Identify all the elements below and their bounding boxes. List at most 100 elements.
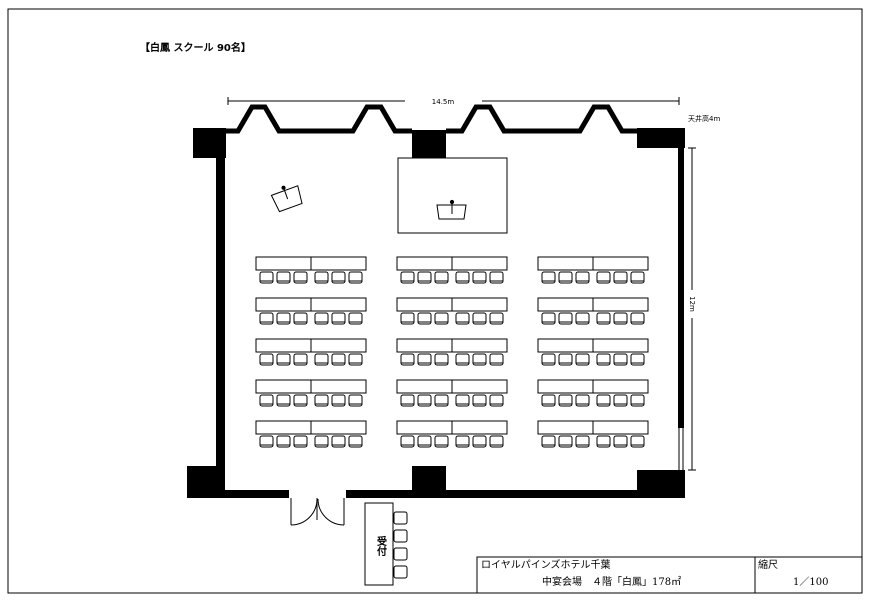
chair [596,271,611,284]
hotel-name: ロイヤルパインズホテル千葉 [481,558,611,571]
chair [314,312,329,325]
table [255,338,312,353]
table [310,297,367,312]
room-walls [187,128,685,498]
chair [489,353,504,366]
chair [417,271,432,284]
chair [331,394,346,407]
chair [434,353,449,366]
chair [541,353,556,366]
chair [293,394,308,407]
depth-label: 12m [688,296,696,312]
chair [276,435,291,448]
chair [596,394,611,407]
table [310,256,367,271]
plan-title: 【白鳳 スクール 90名】 [140,41,251,54]
table [255,420,312,435]
chair [259,312,274,325]
chair [575,312,590,325]
wall-right [678,128,684,428]
table [310,379,367,394]
table [310,420,367,435]
table [592,256,649,271]
chair [541,435,556,448]
chair [613,394,628,407]
table [537,420,594,435]
chair [348,312,363,325]
chair [613,312,628,325]
chair [314,394,329,407]
chair [455,394,470,407]
table [592,420,649,435]
ceiling-height-label: 天井高4m [688,114,720,123]
chair [489,271,504,284]
scale-caption: 縮尺 [758,558,778,571]
chair [331,312,346,325]
chair [417,435,432,448]
column-top-right [637,128,685,148]
reception-label: 受付 [375,535,387,557]
wall-left [216,128,225,498]
chair [348,353,363,366]
chair [348,394,363,407]
chair [259,353,274,366]
chair [575,353,590,366]
chair [541,394,556,407]
chair [417,312,432,325]
chair [314,435,329,448]
chair [400,312,415,325]
school-seating [255,256,649,448]
wall-right-window [678,428,684,470]
stage[interactable] [397,157,508,234]
chair [259,394,274,407]
reception-chair [393,511,408,525]
chair [558,312,573,325]
chair [276,312,291,325]
chair [455,271,470,284]
chair [417,394,432,407]
table [451,379,508,394]
chair [400,394,415,407]
chair [434,271,449,284]
chair [434,312,449,325]
chair [489,394,504,407]
chair [400,271,415,284]
side-podium-icon [270,185,303,213]
chair [558,271,573,284]
chair [293,271,308,284]
chair [472,353,487,366]
wall-top-bays [226,104,637,134]
table [537,297,594,312]
chair [575,271,590,284]
width-dimension [227,97,680,105]
table [451,420,508,435]
chair [434,435,449,448]
reception-desk[interactable] [364,502,394,586]
chair [575,435,590,448]
table [451,338,508,353]
chair [348,435,363,448]
chair [558,435,573,448]
table [396,420,453,435]
chair [259,435,274,448]
table [396,379,453,394]
depth-dimension [688,147,696,471]
chair [293,353,308,366]
chair [400,353,415,366]
chair [489,312,504,325]
table [255,379,312,394]
chair [472,271,487,284]
chair [575,394,590,407]
chair [596,353,611,366]
table [592,297,649,312]
width-label: 14.5m [432,98,455,106]
chair [331,271,346,284]
chair [541,271,556,284]
entrance-door[interactable] [290,498,345,526]
table [537,338,594,353]
chair [417,353,432,366]
chair [348,271,363,284]
chair [331,435,346,448]
chair [455,353,470,366]
table [255,297,312,312]
